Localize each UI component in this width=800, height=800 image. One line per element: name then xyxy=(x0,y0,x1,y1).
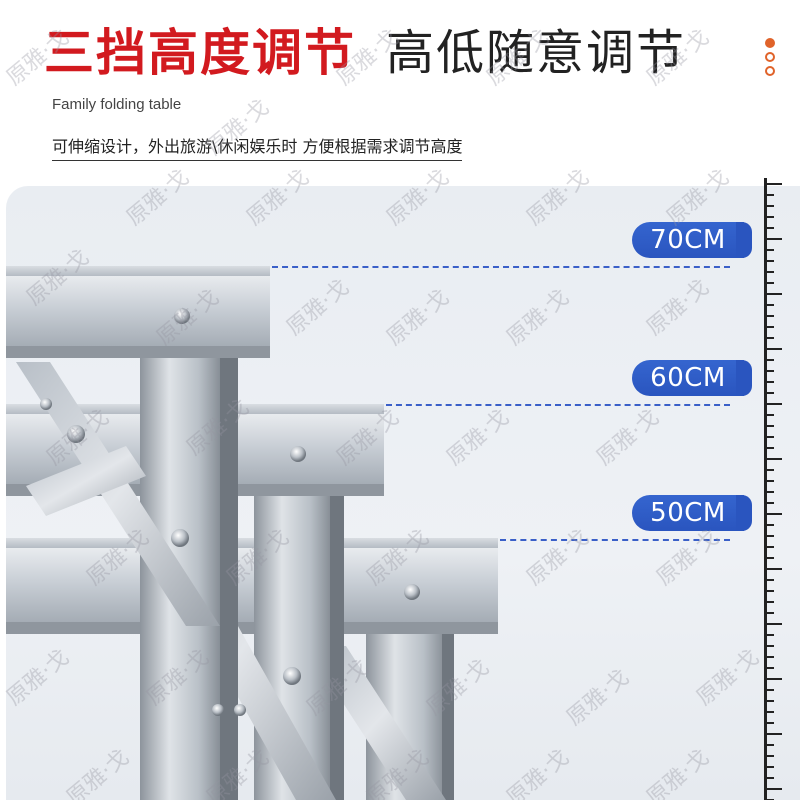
header: 三挡高度调节 高低随意调节 Family folding table 可伸缩设计… xyxy=(0,0,800,180)
height-label-50: 50CM xyxy=(632,495,752,531)
measuring-ruler xyxy=(764,178,800,800)
height-label-70: 70CM xyxy=(632,222,752,258)
title-highlight: 三挡高度调节 xyxy=(44,24,356,82)
height-line-60 xyxy=(386,404,730,406)
decorative-dots-icon xyxy=(764,38,778,80)
subtitle-english: Family folding table xyxy=(52,96,182,113)
product-photo xyxy=(6,186,800,800)
title-main: 高低随意调节 xyxy=(386,25,687,81)
table-high xyxy=(6,266,270,800)
height-line-50 xyxy=(500,539,730,541)
description: 可伸缩设计，外出旅游\休闲娱乐时 方便根据需求调节高度 xyxy=(52,133,463,161)
height-line-70 xyxy=(272,266,730,268)
folding-table-illustration xyxy=(6,266,498,800)
height-label-60: 60CM xyxy=(632,360,752,396)
